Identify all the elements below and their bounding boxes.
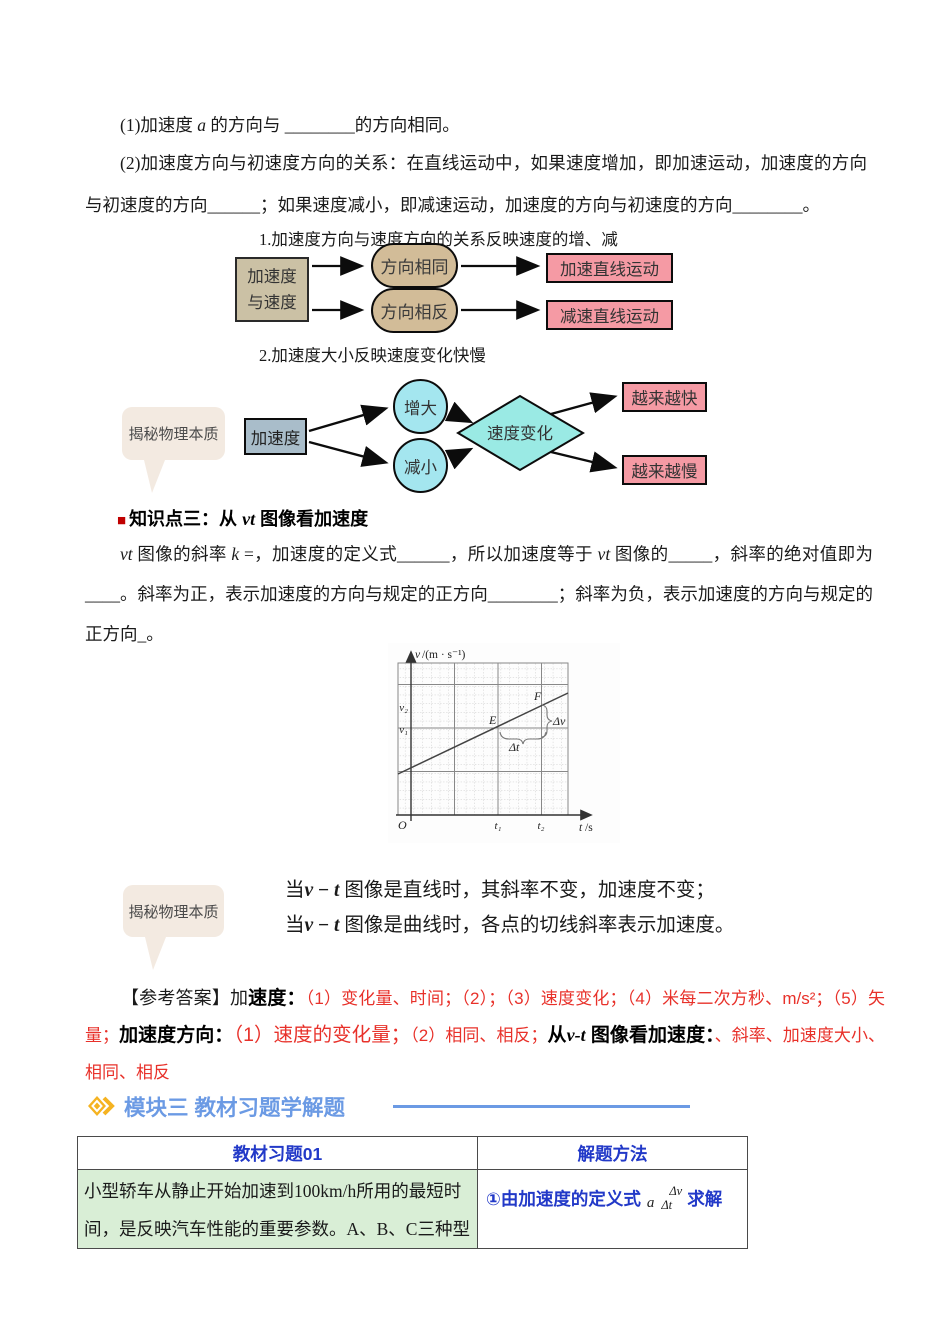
vt-graph: v /(m · s⁻¹) t /s O v₂ v₁ t₁ t₂ E F Δv Δ… bbox=[388, 643, 620, 843]
flow1-caption: 1.加速度方向与速度方向的关系反映速度的增、减 bbox=[259, 230, 618, 249]
bubble-tail bbox=[145, 937, 166, 970]
v2-tick-label: v₂ bbox=[399, 702, 408, 714]
essence-bubble-1-label: 揭秘物理本质 bbox=[128, 427, 219, 443]
flow2-circle-decrease: 减小 bbox=[393, 438, 448, 493]
vt-line bbox=[397, 692, 569, 775]
flow2-source-box: 加速度 bbox=[244, 418, 307, 455]
t1-tick-label: t₁ bbox=[495, 820, 502, 832]
method-prefix: ①由加速度的定义式 bbox=[486, 1188, 641, 1209]
flow2-circle-increase: 增大 bbox=[393, 379, 448, 434]
table-header-problem: 教材习题01 bbox=[77, 1136, 478, 1170]
delta-t-label: Δt bbox=[508, 740, 520, 754]
flow1-source-line2: 与速度 bbox=[247, 292, 297, 312]
formula-fraction: Δv Δt bbox=[659, 1184, 682, 1212]
point-F-label: F bbox=[533, 689, 542, 703]
arrow bbox=[444, 447, 474, 470]
arrow bbox=[550, 450, 618, 473]
t2-tick-label: t₂ bbox=[538, 820, 545, 832]
arrow bbox=[308, 404, 389, 433]
y-axis-label-v: v bbox=[415, 649, 421, 661]
paragraph-direction-relation: (2)加速度方向与初速度方向的关系：在直线运动中，如果速度增加，即加速运动，加速… bbox=[85, 153, 867, 215]
flow2-result-faster: 越来越快 bbox=[622, 382, 707, 412]
delta-t-brace bbox=[499, 731, 547, 745]
v1-tick-label: v₁ bbox=[399, 724, 408, 736]
x-axis-label-t: t bbox=[579, 822, 583, 834]
delta-v-label: Δv bbox=[552, 714, 566, 728]
formula-numerator: Δv bbox=[669, 1184, 683, 1198]
x-axis-label-unit: /s bbox=[585, 822, 593, 834]
essence-text-line1: 当v − t 图像是直线时，其斜率不变，加速度不变； bbox=[285, 880, 715, 901]
flow1-pill-same-direction: 方向相同 bbox=[371, 243, 458, 288]
table-header-method: 解题方法 bbox=[477, 1136, 748, 1170]
origin-label: O bbox=[398, 818, 407, 832]
y-axis-label-unit: /(m · s⁻¹) bbox=[422, 649, 466, 661]
diamond-chevron-icon bbox=[88, 1096, 115, 1116]
knowledge-point-3-paragraph: vt 图像的斜率 k =，加速度的定义式______，所以加速度等于 vt 图像… bbox=[85, 544, 874, 644]
flow1-pill-opposite-direction: 方向相反 bbox=[371, 288, 458, 333]
table-body-row: 小型轿车从静止开始加速到100km/h所用的最短时间，是反映汽车性能的重要参数。… bbox=[77, 1169, 748, 1249]
flow2-result-slower: 越来越慢 bbox=[622, 455, 707, 485]
knowledge-point-3-heading: ■知识点三：从 vt 图像看加速度 bbox=[117, 509, 369, 529]
formula-denominator: Δt bbox=[661, 1198, 673, 1212]
point-E-label: E bbox=[488, 713, 497, 727]
major-gridlines bbox=[398, 663, 568, 815]
arrow bbox=[550, 392, 618, 416]
flow1-result-decelerating: 减速直线运动 bbox=[546, 300, 673, 330]
bubble-tail bbox=[144, 460, 165, 493]
flow2-diamond-label: 速度变化 bbox=[487, 424, 553, 443]
exercise-table: 教材习题01 解题方法 小型轿车从静止开始加速到100km/h所用的最短时间，是… bbox=[77, 1136, 748, 1249]
flow2-arrows-and-diamond: 速度变化 bbox=[308, 392, 618, 473]
module3-rule-line bbox=[393, 1105, 690, 1108]
flow1-arrows bbox=[312, 256, 541, 320]
essence-bubble-2-label: 揭秘物理本质 bbox=[128, 904, 219, 921]
paragraph-acceleration-direction: (1)加速度 a 的方向与 ________的方向相同。 bbox=[120, 115, 460, 135]
reference-answer: 【参考答案】加速度：（1）变化量、时间；（2）；（3）速度变化；（4）米每二次方… bbox=[85, 988, 885, 1082]
flow1-source-line1: 加速度 bbox=[247, 266, 297, 286]
method-content: ①由加速度的定义式 a Δv Δt 求解 bbox=[486, 1184, 743, 1212]
flow2-caption: 2.加速度大小反映速度变化快慢 bbox=[259, 346, 486, 365]
graph-paper bbox=[397, 662, 569, 816]
table-header-row: 教材习题01 解题方法 bbox=[77, 1136, 748, 1170]
method-suffix: 求解 bbox=[687, 1188, 723, 1209]
flow1-result-accelerating: 加速直线运动 bbox=[546, 253, 673, 283]
essence-bubble-2: 揭秘物理本质 bbox=[123, 885, 224, 970]
module3-title: 模块三 教材习题学解题 bbox=[124, 1096, 345, 1120]
flow2-diamond bbox=[456, 394, 585, 472]
arrow bbox=[444, 401, 474, 424]
problem-cell: 小型轿车从静止开始加速到100km/h所用的最短时间，是反映汽车性能的重要参数。… bbox=[77, 1169, 478, 1249]
delta-v-brace bbox=[541, 704, 553, 738]
arrow bbox=[308, 440, 389, 467]
essence-bubble-1: 揭秘物理本质 bbox=[122, 407, 225, 493]
formula-a: a bbox=[646, 1194, 655, 1211]
essence-text-line2: 当v − t 图像是曲线时，各点的切线斜率表示加速度。 bbox=[285, 915, 735, 936]
flow1-source-box: 加速度 与速度 bbox=[235, 257, 309, 322]
method-cell: ①由加速度的定义式 a Δv Δt 求解 bbox=[477, 1169, 748, 1249]
